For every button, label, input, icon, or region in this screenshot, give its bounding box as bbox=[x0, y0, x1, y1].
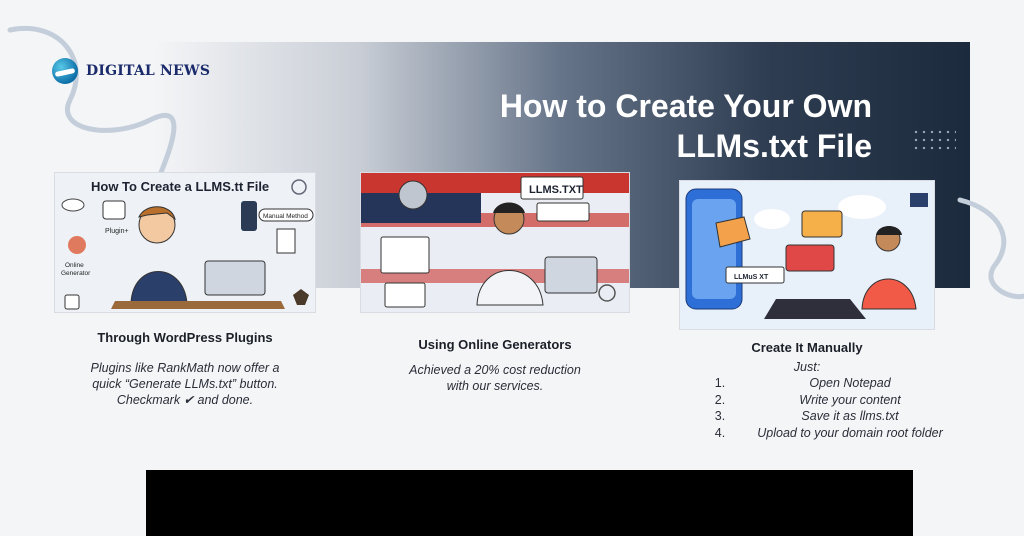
manual-steps-list: 1. Open Notepad 2. Write your content 3. Sa… bbox=[700, 375, 960, 441]
cloud-icon bbox=[61, 198, 85, 212]
online-generators-illustration: LLMS.TXT bbox=[360, 172, 630, 313]
brand-name: DIGITAL NEWS bbox=[86, 63, 211, 79]
step-item: 3. Save it as llms.txt bbox=[700, 408, 960, 425]
form-card-icon bbox=[380, 236, 430, 274]
card1-text-line-3: Checkmark ✔ and done. bbox=[116, 393, 254, 407]
card2-title: Using Online Generators bbox=[418, 337, 572, 352]
plugin-box-icon bbox=[102, 200, 126, 220]
card1-text-line-2: quick “Generate LLMs.txt” button. bbox=[92, 377, 278, 391]
step-item: 2. Write your content bbox=[700, 392, 960, 409]
card1-title: Through WordPress Plugins bbox=[97, 330, 273, 345]
card1-description: Plugins like RankMath now offer a quick … bbox=[54, 360, 316, 408]
step-number: 3. bbox=[714, 409, 726, 423]
card2-text-line-1: Achieved a 20% cost reduction bbox=[409, 363, 581, 377]
laptop-icon bbox=[544, 256, 598, 294]
gear-icon bbox=[68, 236, 86, 254]
eagle-emblem-icon bbox=[398, 180, 428, 210]
page-title: How to Create Your Own LLMs.txt File bbox=[352, 86, 872, 166]
browser-window-icon bbox=[785, 244, 835, 272]
digital-news-logo-icon bbox=[52, 58, 78, 84]
card1-generator-label: Generator bbox=[61, 270, 91, 277]
step-number: 1. bbox=[714, 376, 726, 390]
card3-image-heading: LLMuS XT bbox=[734, 274, 769, 281]
wordpress-plugins-illustration: How To Create a LLMS.tt File Plugin+ Onl… bbox=[54, 172, 316, 313]
step-text: Upload to your domain root folder bbox=[757, 425, 943, 440]
card3-intro: Just: bbox=[793, 360, 821, 374]
phone-icon bbox=[241, 201, 257, 231]
card1-plugin-label: Plugin+ bbox=[105, 228, 129, 235]
laptop-icon bbox=[204, 260, 266, 296]
card1-online-label: Online bbox=[65, 262, 84, 269]
step-text: Save it as llms.txt bbox=[801, 409, 899, 423]
step-text: Open Notepad bbox=[809, 376, 891, 390]
dot-grid-decoration bbox=[912, 128, 956, 150]
card3-title: Create It Manually bbox=[751, 340, 863, 355]
step-item: 1. Open Notepad bbox=[700, 375, 960, 392]
refresh-icon bbox=[291, 179, 307, 195]
card2-image-heading: LLMS.TXT bbox=[529, 184, 583, 196]
black-footer-bar bbox=[146, 470, 913, 536]
brand-logo[interactable]: DIGITAL NEWS bbox=[52, 58, 210, 84]
step-item: 4. Upload to your domain root folder bbox=[700, 425, 960, 442]
step-number: 2. bbox=[714, 392, 726, 407]
card2-text-line-2: with our services. bbox=[446, 379, 544, 393]
eagle-icon bbox=[910, 193, 928, 207]
card1-text-line-1: Plugins like RankMath now offer a bbox=[90, 361, 280, 375]
step-number: 4. bbox=[714, 425, 726, 440]
document-icon bbox=[276, 228, 296, 254]
step-text: Write your content bbox=[799, 392, 901, 407]
page-title-line-2: LLMs.txt File bbox=[676, 128, 872, 164]
create-manually-illustration: LLMuS XT bbox=[679, 180, 935, 330]
card2-description: Achieved a 20% cost reduction with our s… bbox=[360, 362, 630, 394]
pointing-hand-icon bbox=[715, 216, 751, 248]
laptop-icon bbox=[764, 299, 866, 319]
card1-image-heading: How To Create a LLMS.tt File bbox=[91, 179, 269, 194]
page-title-line-1: How to Create Your Own bbox=[499, 88, 872, 124]
gear-icon bbox=[598, 284, 616, 302]
card1-manual-label: Manual Method bbox=[263, 213, 308, 220]
eagle-icon bbox=[293, 289, 309, 305]
